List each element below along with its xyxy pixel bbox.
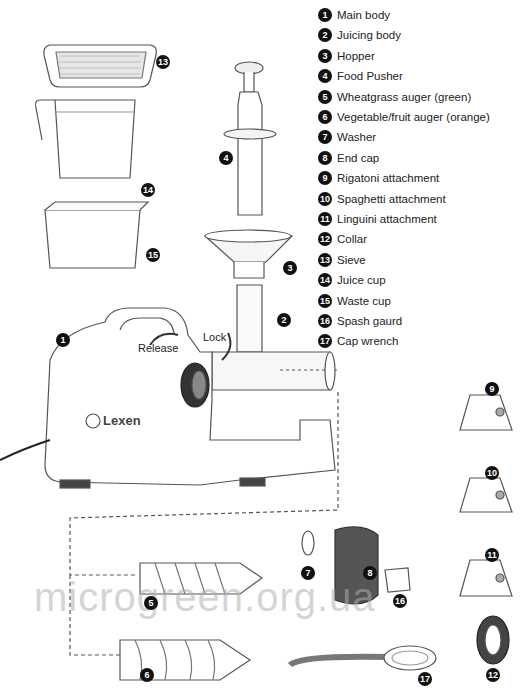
callout-number: 2 xyxy=(318,28,332,42)
part-name: Food Pusher xyxy=(337,69,403,83)
callout-number: 12 xyxy=(486,668,500,682)
callout-number: 4 xyxy=(318,69,332,83)
part-name: Rigatoni attachment xyxy=(337,171,439,185)
part-name: Waste cup xyxy=(337,294,391,308)
callout-number: 1 xyxy=(318,8,332,22)
callout-number: 14 xyxy=(141,183,155,197)
callout-number: 5 xyxy=(318,90,332,104)
callout-number: 16 xyxy=(318,314,332,328)
callout-number: 2 xyxy=(277,313,291,327)
callout-number: 10 xyxy=(485,466,499,480)
part-name: Washer xyxy=(337,130,376,144)
callout-number: 5 xyxy=(144,596,158,610)
part-name: Spaghetti attachment xyxy=(337,192,446,206)
callout-number: 17 xyxy=(418,672,432,686)
watermark: microgreen.org.ua xyxy=(34,575,376,620)
callout-number: 12 xyxy=(318,232,332,246)
part-name: Linguini attachment xyxy=(337,212,437,226)
callout-number: 14 xyxy=(318,273,332,287)
part-name: Wheatgrass auger (green) xyxy=(337,90,471,104)
part-name: Sieve xyxy=(337,253,366,267)
callout-number: 8 xyxy=(363,566,377,580)
callout-number: 11 xyxy=(318,212,332,226)
callout-number: 6 xyxy=(318,110,332,124)
part-name: Vegetable/fruit auger (orange) xyxy=(337,110,490,124)
callout-number: 15 xyxy=(318,294,332,308)
callout-number: 15 xyxy=(146,248,160,262)
callout-number: 9 xyxy=(318,171,332,185)
callout-number: 3 xyxy=(318,49,332,63)
part-name: Spash gaurd xyxy=(337,314,402,328)
part-name: Juicing body xyxy=(337,28,401,42)
callout-number: 7 xyxy=(318,130,332,144)
callout-number: 8 xyxy=(318,151,332,165)
callout-number: 16 xyxy=(393,594,407,608)
callout-number: 10 xyxy=(318,192,332,206)
callout-number: 13 xyxy=(156,55,170,69)
callout-number: 11 xyxy=(485,548,499,562)
callout-number: 9 xyxy=(485,382,499,396)
part-name: Cap wrench xyxy=(337,334,398,348)
control-label: Lock xyxy=(203,331,226,343)
part-name: Main body xyxy=(337,8,390,22)
part-name: Hopper xyxy=(337,49,375,63)
part-name: Juice cup xyxy=(337,273,386,287)
callout-number: 3 xyxy=(283,261,297,275)
callout-number: 13 xyxy=(318,253,332,267)
brand-name: Lexen xyxy=(103,413,141,428)
part-name: End cap xyxy=(337,151,379,165)
part-name: Collar xyxy=(337,232,367,246)
callout-number: 4 xyxy=(219,151,233,165)
callout-number: 1 xyxy=(56,333,70,347)
callout-number: 17 xyxy=(318,334,332,348)
callout-number: 7 xyxy=(301,566,315,580)
callout-number: 6 xyxy=(140,668,154,682)
control-label: Release xyxy=(138,342,178,354)
